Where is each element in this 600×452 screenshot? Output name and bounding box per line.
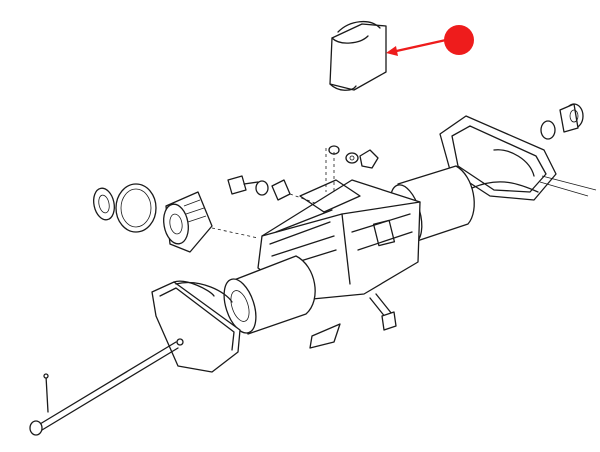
label-plate-part xyxy=(309,323,341,349)
highlight-marker xyxy=(444,25,474,55)
hose-left xyxy=(175,282,233,303)
top-hardware-group xyxy=(325,145,379,196)
end-nut-part xyxy=(559,103,584,133)
grommet-part xyxy=(329,21,387,91)
lower-bolt-part xyxy=(369,293,397,331)
callout-arrow xyxy=(386,38,447,56)
side-bolts-group xyxy=(227,175,319,205)
left-housing-part xyxy=(151,280,241,373)
hose-right xyxy=(471,181,539,193)
left-gasket-part xyxy=(115,183,157,233)
left-cylinder-part xyxy=(223,255,316,335)
left-ring-part xyxy=(93,187,115,221)
long-rod-part xyxy=(29,338,184,436)
left-socket-part xyxy=(163,191,259,253)
end-washer-part xyxy=(540,120,556,140)
